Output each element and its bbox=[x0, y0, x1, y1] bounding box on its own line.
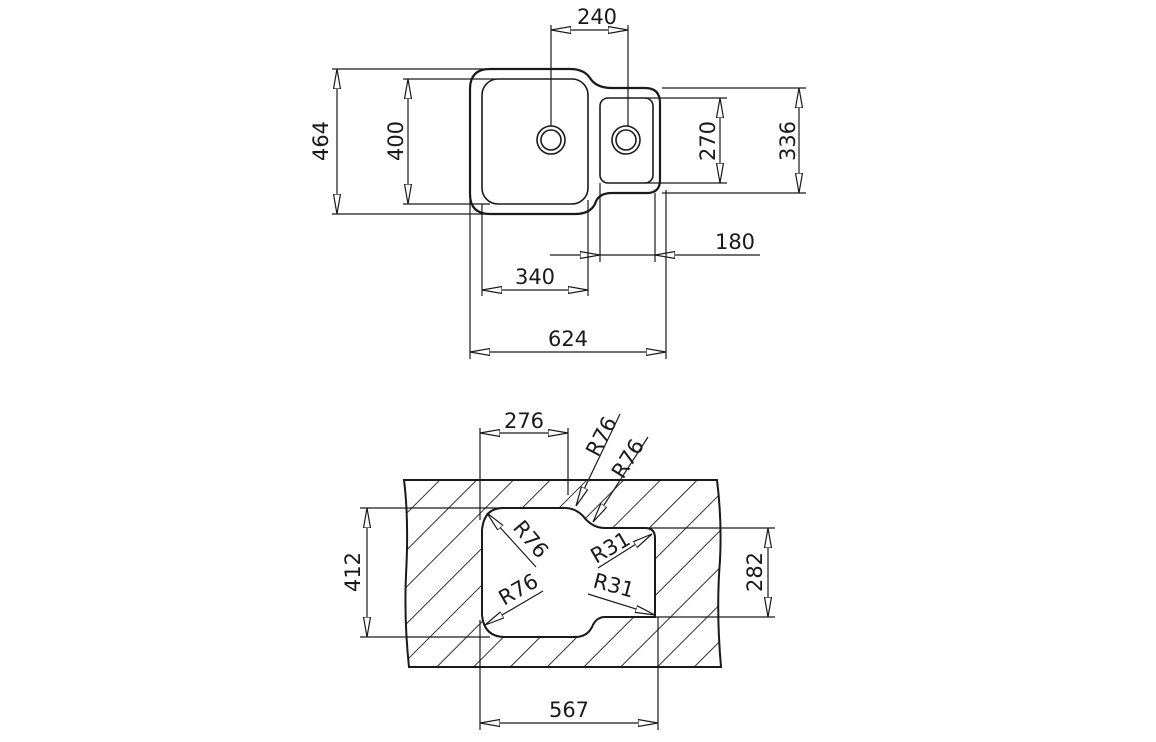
top-view: 240 464 400 270 336 bbox=[309, 5, 806, 359]
dimension-label: 270 bbox=[696, 121, 720, 161]
dimension-label: 282 bbox=[743, 552, 767, 592]
sink-cutout bbox=[481, 507, 656, 638]
dimension-282: 282 bbox=[645, 527, 775, 618]
dimension-label: 276 bbox=[504, 409, 544, 433]
dimension-label: 624 bbox=[548, 327, 588, 351]
dimension-label: 340 bbox=[515, 265, 555, 289]
dimension-567: 567 bbox=[479, 617, 659, 730]
main-drain-icon bbox=[536, 125, 566, 155]
dimension-624: 624 bbox=[469, 190, 667, 359]
dimension-label: 412 bbox=[341, 552, 365, 592]
dimension-label: 240 bbox=[577, 5, 617, 29]
dimension-464: 464 bbox=[309, 68, 490, 215]
dimension-label: 336 bbox=[776, 121, 800, 161]
dimension-340: 340 bbox=[481, 200, 589, 296]
dimension-label: 400 bbox=[384, 121, 408, 161]
dimension-label: R76 bbox=[581, 413, 622, 461]
dimension-240: 240 bbox=[550, 5, 629, 126]
dimension-400: 400 bbox=[384, 78, 495, 205]
dimension-label: 180 bbox=[715, 230, 755, 254]
dimension-label: 464 bbox=[309, 121, 333, 161]
dimension-180: 180 bbox=[550, 183, 760, 262]
radius-r31-bottom: R31 bbox=[587, 569, 655, 615]
dimension-276: 276 bbox=[479, 409, 569, 520]
cutout-view: 276 R76 R76 R76 R76 R31 R31 bbox=[341, 409, 775, 730]
dimension-412: 412 bbox=[341, 507, 500, 638]
small-bowl bbox=[599, 97, 654, 184]
dimension-336: 336 bbox=[662, 87, 806, 194]
main-bowl bbox=[481, 78, 589, 205]
dimension-270: 270 bbox=[645, 97, 727, 184]
small-drain-icon bbox=[611, 125, 641, 155]
dimension-label: R76 bbox=[607, 435, 649, 483]
dimension-label: 567 bbox=[549, 698, 589, 722]
